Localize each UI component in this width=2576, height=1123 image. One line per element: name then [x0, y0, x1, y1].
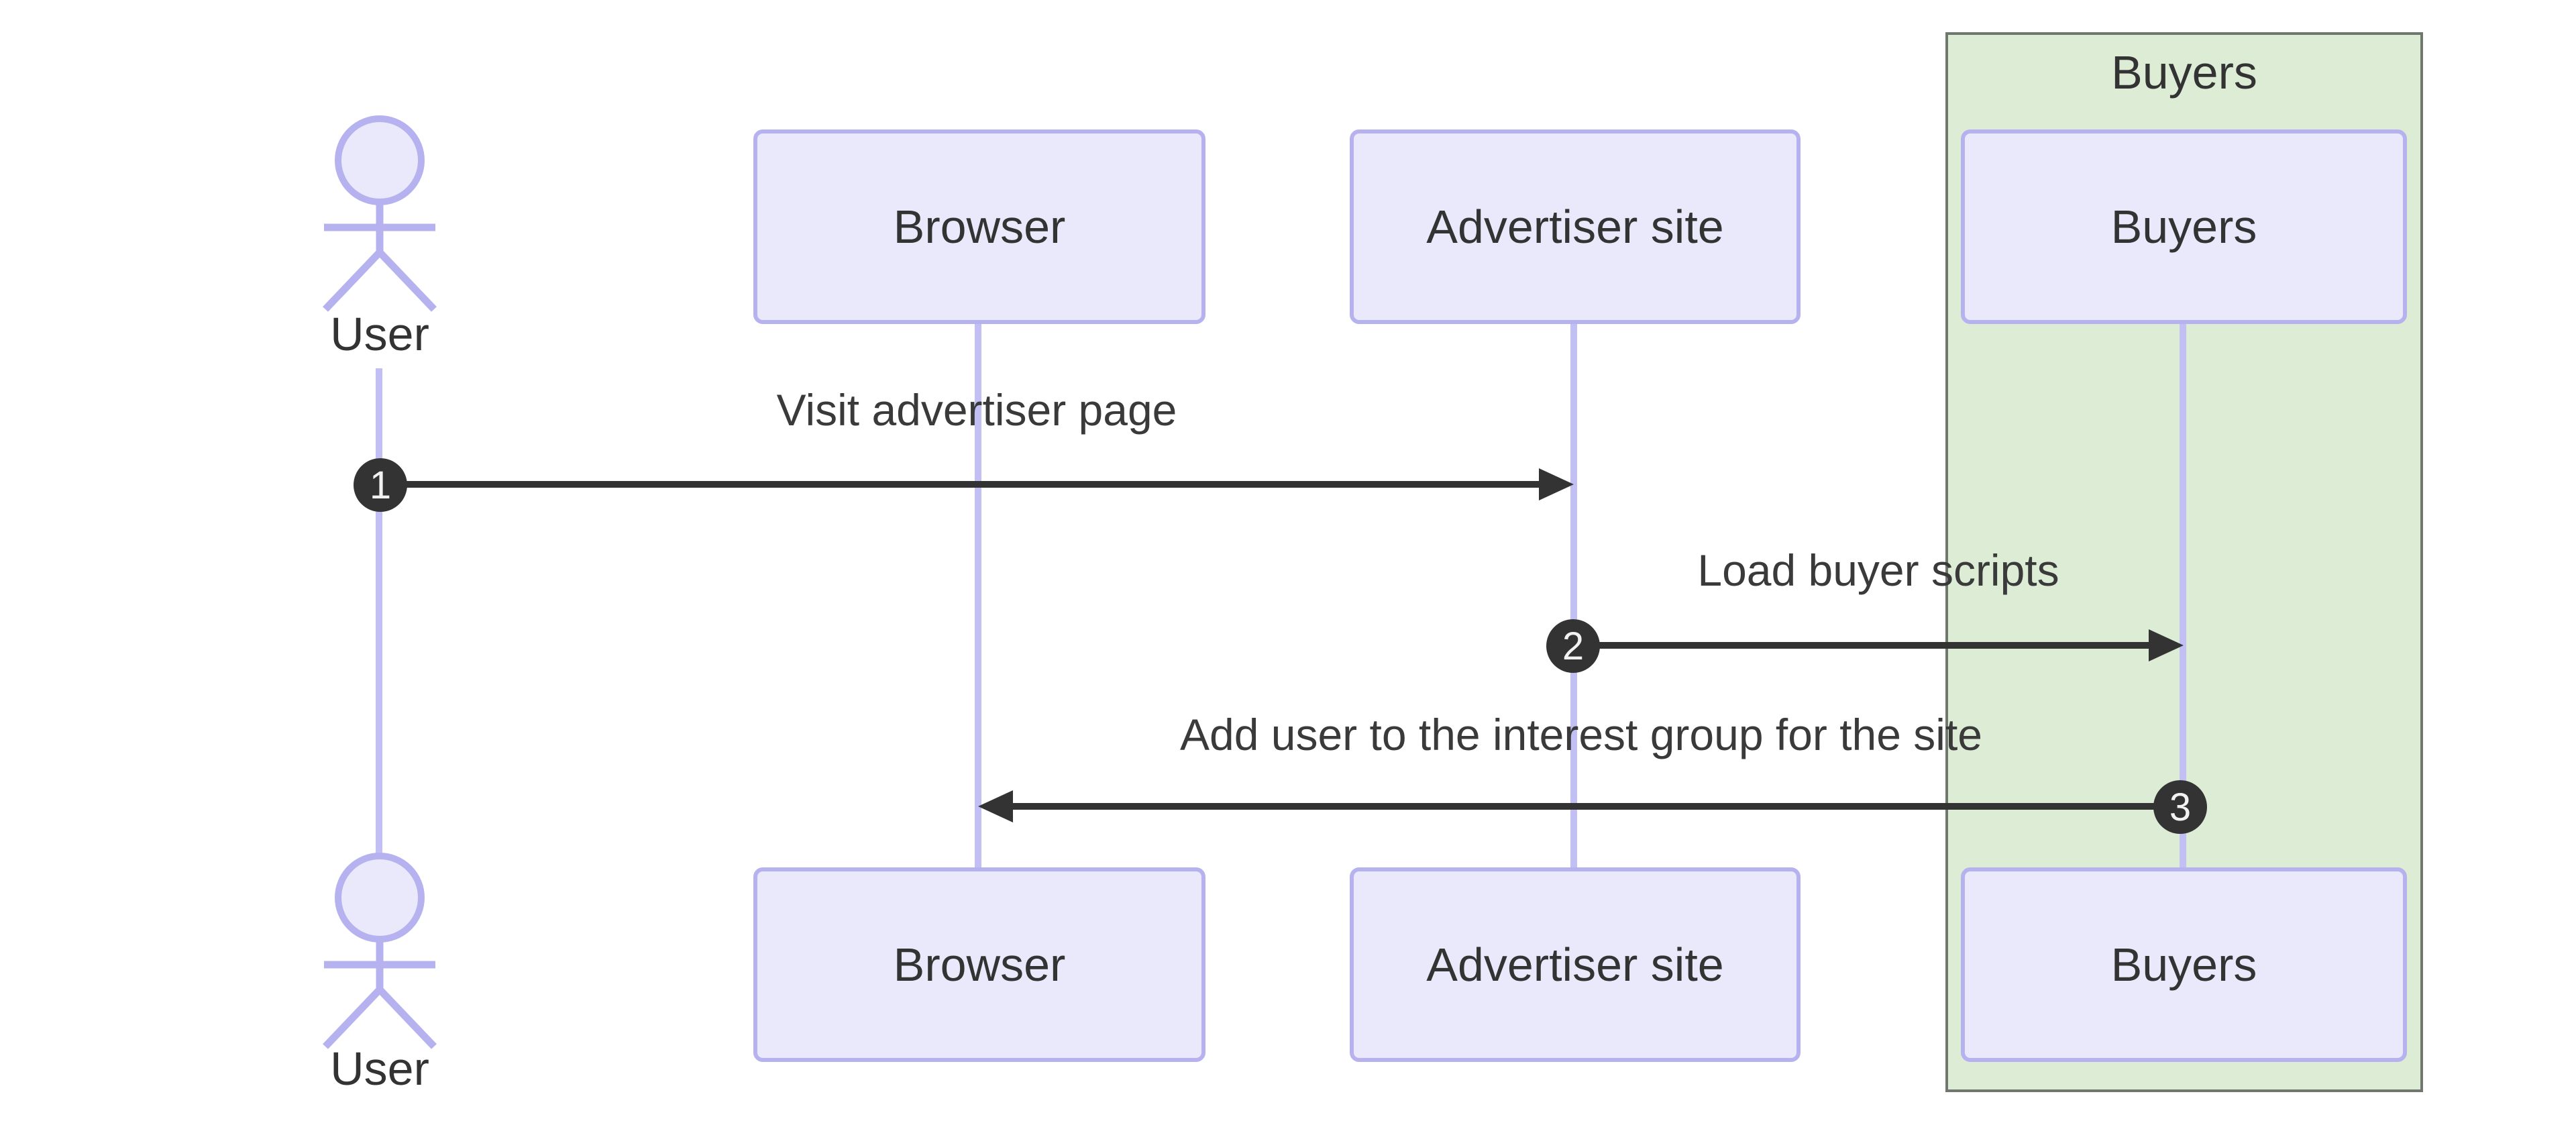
participant-box-advertiser-site-bottom: Advertiser site	[1350, 867, 1801, 1062]
message-3-seq-badge: 3	[2153, 780, 2207, 834]
message-1-seq-badge: 1	[354, 458, 407, 512]
actor-figure-user-top	[319, 111, 440, 312]
participant-box-buyers-top: Buyers	[1961, 129, 2407, 324]
message-3-label: Add user to the interest group for the s…	[1179, 710, 1983, 759]
participant-box-browser-bottom: Browser	[753, 867, 1205, 1062]
message-1-label: Visit advertiser page	[776, 385, 1177, 435]
message-3-arrow	[1013, 803, 2180, 810]
message-2-arrow	[1573, 642, 2150, 649]
participant-box-browser-top: Browser	[753, 129, 1205, 324]
message-3-arrowhead-icon	[978, 790, 1013, 822]
message-2-arrowhead-icon	[2149, 629, 2184, 661]
message-1-arrow	[380, 481, 1543, 488]
participant-box-buyers-bottom: Buyers	[1961, 867, 2407, 1062]
message-1-arrowhead-icon	[1539, 468, 1574, 500]
message-2-label: Load buyer scripts	[1697, 545, 2059, 595]
lifeline-browser	[975, 324, 981, 867]
participant-box-advertiser-site-top: Advertiser site	[1350, 129, 1801, 324]
lifeline-buyers	[2180, 324, 2186, 867]
buyers-group-title: Buyers	[2111, 46, 2257, 99]
actor-label-user-bottom: User	[330, 1042, 429, 1095]
stick-figure-icon	[323, 115, 437, 312]
stick-figure-icon	[323, 853, 437, 1049]
actor-label-user-top: User	[330, 308, 429, 360]
message-2-seq-badge: 2	[1546, 619, 1600, 673]
lifeline-advertiser-site	[1570, 324, 1577, 867]
lifeline-user	[376, 368, 382, 854]
actor-figure-user-bottom	[319, 848, 440, 1049]
